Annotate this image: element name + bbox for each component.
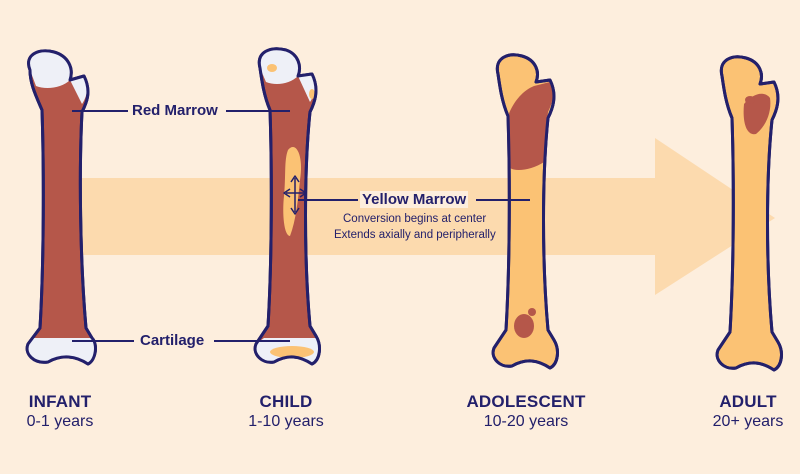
infant-bone <box>25 49 97 366</box>
progression-arrow <box>80 138 775 295</box>
child-bone <box>253 47 321 366</box>
leader-lines <box>72 110 530 342</box>
cartilage-label: Cartilage <box>138 332 207 349</box>
stage-years-adult: 20+ years <box>712 413 784 430</box>
stage-years-child: 1-10 years <box>248 413 324 430</box>
yellow-marrow-label: Yellow Marrow <box>360 191 469 208</box>
conversion-note-line2: Extends axially and peripherally <box>334 229 496 241</box>
adult-bone <box>715 55 783 372</box>
stage-title-child: CHILD <box>259 392 313 411</box>
stage-title-adult: ADULT <box>719 392 777 411</box>
stage-years-adolescent: 10-20 years <box>483 413 569 430</box>
stage-title-infant: INFANT <box>28 392 92 411</box>
conversion-note-line1: Conversion begins at center <box>343 213 487 225</box>
stage-title-adolescent: ADOLESCENT <box>466 392 586 411</box>
red-marrow-label: Red Marrow <box>130 102 220 119</box>
adolescent-bone <box>491 53 559 370</box>
stage-years-infant: 0-1 years <box>26 413 94 430</box>
